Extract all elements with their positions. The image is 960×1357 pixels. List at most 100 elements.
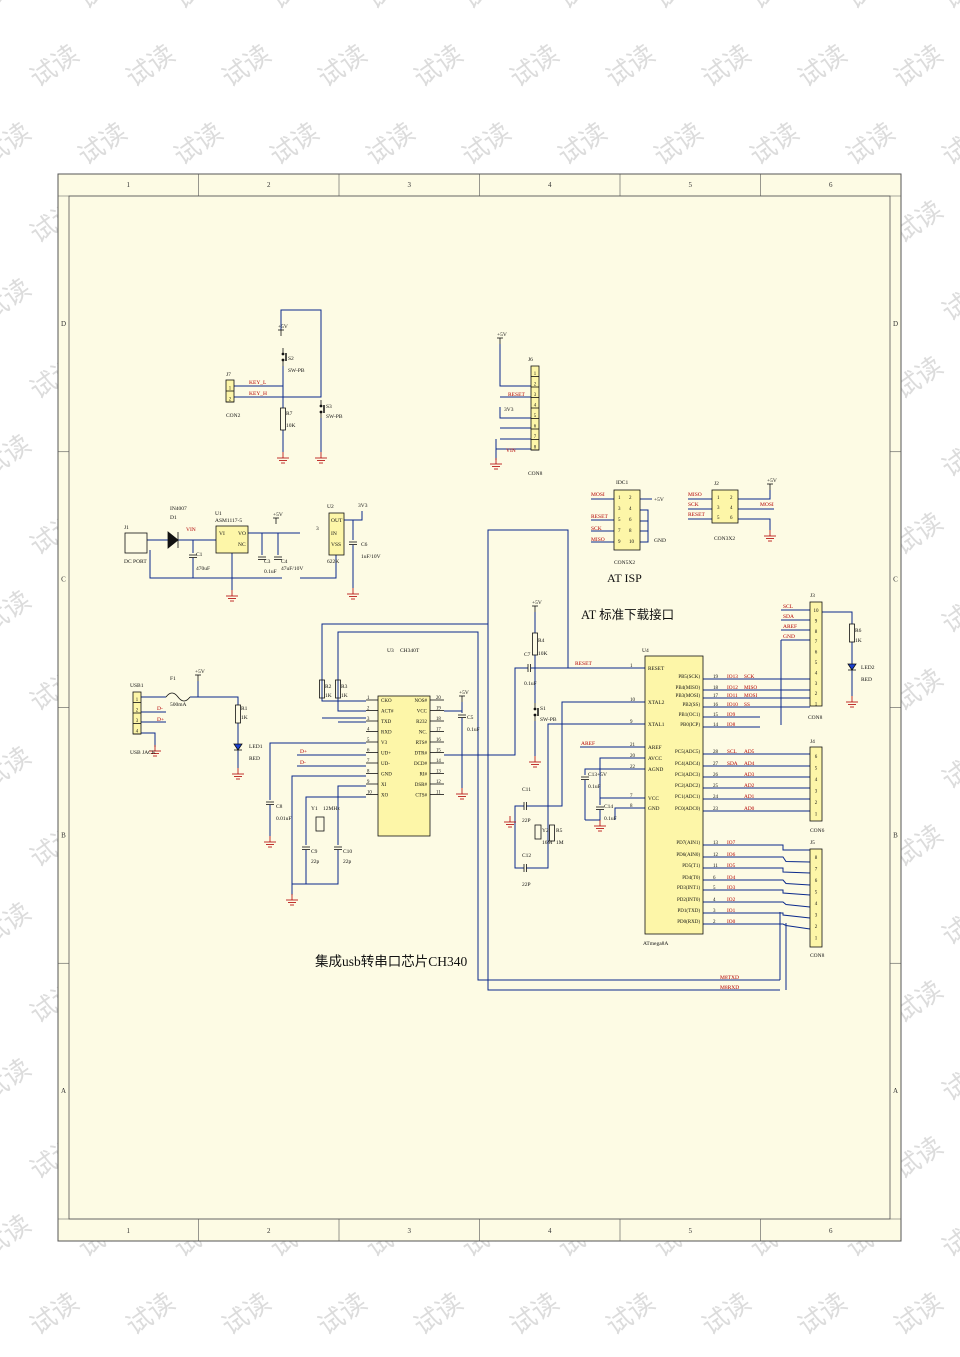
pin-number: 16 [713, 703, 719, 708]
wire [599, 757, 645, 799]
j3-name: CON8 [808, 715, 823, 721]
ch340-pin-name: VCC [417, 710, 428, 715]
at-isp-title: AT ISP [607, 571, 642, 585]
mcu-pin-name: PC3(ADC3) [675, 773, 700, 778]
usb1-name: USB JACK [130, 750, 156, 756]
pin-number: 12 [436, 780, 441, 785]
watermark-text: 试读 [361, 117, 421, 171]
r2-value: 1K [325, 693, 332, 699]
c6-capacitor [349, 541, 357, 545]
ch340-pin-name: CKO [381, 699, 392, 704]
ground-icon [226, 590, 238, 602]
isp-header-title: AT 标准下载接口 [581, 607, 674, 622]
grid-row-label: B [893, 831, 898, 839]
s2-name: SW-PB [288, 368, 305, 374]
watermark-text: 试读 [937, 897, 960, 951]
ground-icon [315, 452, 327, 464]
grid-column-label: 3 [408, 181, 412, 189]
mcu-pin-name: XTAL2 [648, 700, 665, 706]
ch340-pin-name: ACT# [381, 710, 394, 715]
dc-port-jack [124, 532, 148, 554]
led2-ref: LED2 [861, 665, 875, 671]
watermark-text: 试读 [0, 117, 37, 171]
s1-name: SW-PB [540, 717, 557, 723]
io-label: IO2 [727, 897, 736, 903]
wire [703, 867, 811, 874]
pin-number: 2 [629, 496, 632, 501]
watermark-text: 试读 [505, 39, 565, 93]
pin-number: 1 [367, 696, 370, 701]
watermark-text: 试读 [25, 1287, 85, 1341]
j7-name: CON2 [226, 413, 241, 419]
grid-row-label: D [61, 320, 66, 328]
pin-number: 14 [713, 723, 719, 728]
c12-capacitor [523, 864, 527, 872]
wire [703, 923, 811, 930]
pin-number: 1 [229, 387, 232, 392]
c13-capacitor [581, 776, 589, 780]
watermark-text: 试读 [0, 1053, 37, 1107]
pin-number: 4 [815, 778, 818, 783]
c8-capacitor [266, 801, 274, 805]
ch340-pin-name: NC. [419, 731, 427, 736]
watermark-text: 试读 [697, 1287, 757, 1341]
pin-number: 9 [630, 720, 633, 725]
ground-icon [846, 696, 858, 708]
mcu-pin-name: GND [648, 806, 660, 812]
io-label: IO12 [727, 685, 738, 691]
ad-label: AD2 [744, 783, 755, 789]
pin-number: 3 [367, 717, 370, 722]
d1-diode-icon [167, 531, 179, 549]
pin-number: 24 [713, 795, 719, 800]
ad-label: AD0 [744, 806, 755, 812]
watermark-text: 试读 [0, 585, 37, 639]
pin-number: 7 [815, 640, 818, 645]
u1-part: ASM1117-5 [215, 518, 242, 524]
watermark-text: 试读 [73, 117, 133, 171]
net-3v3: 3V3 [504, 407, 514, 413]
s2-button [281, 348, 287, 366]
j1-name: DC PORT [124, 559, 147, 565]
watermark-text: 试读 [649, 117, 709, 171]
wire [703, 889, 811, 896]
pin-number: 6 [815, 879, 818, 884]
ground-icon [277, 452, 289, 464]
watermark-text: 试读 [265, 0, 325, 16]
ground-icon [594, 820, 606, 832]
ch340-chip [377, 695, 431, 837]
j1-ref: J1 [124, 525, 129, 531]
watermark-text: 试读 [457, 117, 517, 171]
ground-icon [264, 836, 276, 848]
led2-color: RED [861, 677, 872, 683]
watermark-text: 试读 [217, 39, 277, 93]
j2-net-mosi: MOSI [760, 502, 774, 508]
io-label: IO6 [727, 852, 736, 858]
pin-number: 1 [618, 496, 621, 501]
watermark-text: 试读 [841, 0, 901, 16]
watermark-text: 试读 [505, 1287, 565, 1341]
c1-ref: C1 [196, 552, 203, 558]
pin-number: 9 [618, 540, 621, 545]
pin-number: 3 [618, 507, 621, 512]
watermark-text: 试读 [793, 1287, 853, 1341]
pin-number: 10 [630, 698, 636, 703]
wire [344, 511, 363, 521]
pin-number: 14 [436, 759, 441, 764]
mcu-pin-name: VCC [648, 796, 659, 802]
mcu-pin-name: AGND [648, 767, 663, 773]
pin-number: 13 [713, 841, 719, 846]
c5-value: 0.1uF [467, 727, 480, 733]
c6-ref: C6 [361, 542, 368, 548]
ch340-pin-name: RI# [420, 773, 428, 778]
pin-number: 2 [534, 383, 537, 388]
grid-row-label: C [61, 576, 66, 584]
supply-label: +5V [767, 478, 777, 484]
pin-number: 3 [815, 914, 818, 919]
net-d-plus: D+ [300, 749, 307, 755]
c3-ref: C3 [264, 559, 271, 565]
pin-number: 6 [815, 651, 818, 656]
pin-number: 19 [436, 707, 441, 712]
j2-ref: J2 [714, 481, 719, 487]
c12-ref: C12 [522, 853, 531, 859]
pin-number: 7 [630, 794, 633, 799]
